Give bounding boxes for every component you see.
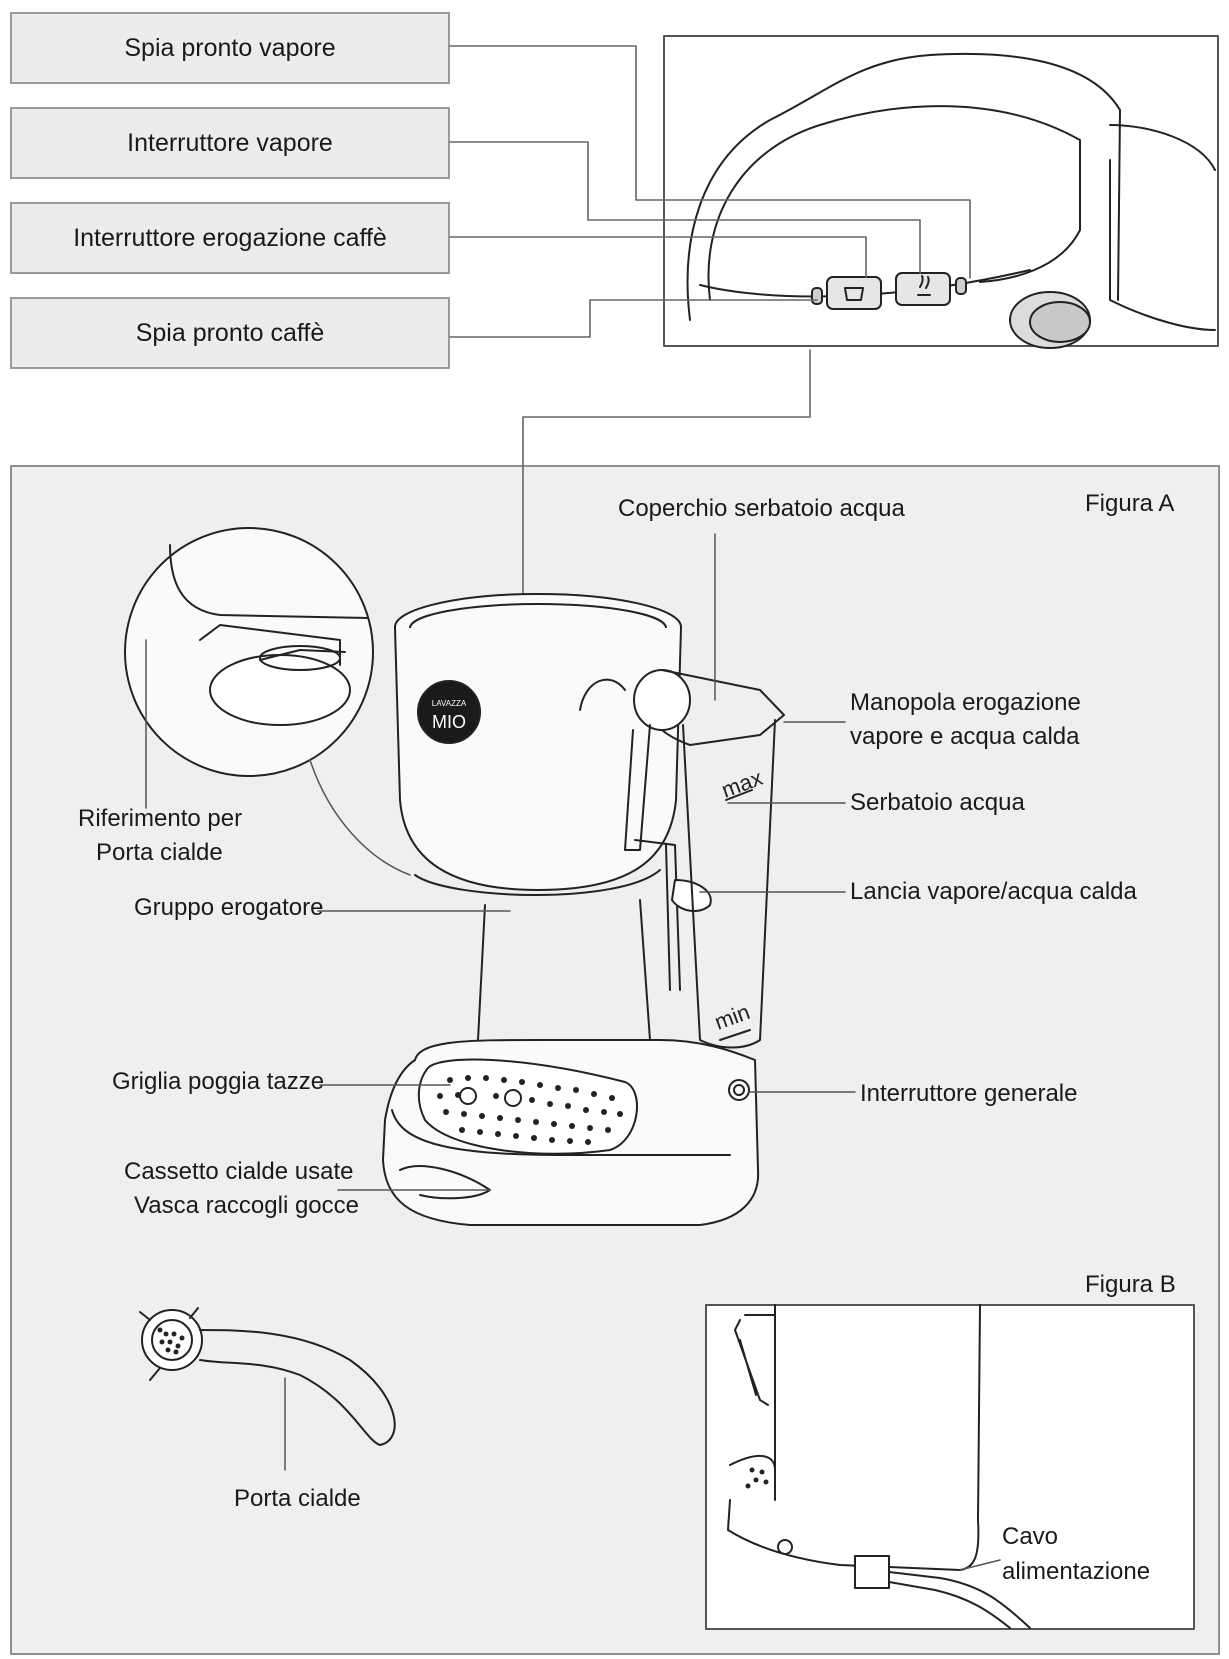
label-cable-line2: alimentazione	[1002, 1558, 1151, 1585]
zoom-circle-detail	[124, 527, 374, 777]
label-main-switch: Interruttore generale	[860, 1080, 1078, 1107]
label-drawer-line2: Vasca raccogli gocce	[134, 1192, 359, 1219]
coffee-button-icon	[826, 276, 882, 310]
callout-label: Interruttore vapore	[127, 128, 333, 157]
label-drawer-line1: Cassetto cialde usate	[124, 1158, 354, 1185]
figure-b-frame	[705, 1304, 1195, 1630]
pod-holder-drawing	[139, 1307, 396, 1446]
grid-dots-b	[745, 1467, 769, 1489]
logo-model-text: MIO	[432, 712, 466, 732]
callout-label: Spia pronto vapore	[124, 33, 336, 62]
coffee-led-icon	[811, 287, 823, 305]
control-panel-detail	[686, 52, 1216, 349]
callout-label: Interruttore erogazione caffè	[73, 223, 387, 252]
label-steam-wand: Lancia vapore/acqua calda	[850, 878, 1137, 905]
cup-rest-rings	[459, 1087, 522, 1107]
callout-steam-ready-light: Spia pronto vapore	[10, 12, 450, 84]
label-water-tank: Serbatoio acqua	[850, 789, 1025, 816]
callout-steam-switch: Interruttore vapore	[10, 107, 450, 179]
label-leader-lines	[145, 533, 1001, 1571]
power-cable-detail	[727, 1304, 1031, 1629]
label-water-tank-lid: Coperchio serbatoio acqua	[618, 495, 905, 522]
figure-b-title: Figura B	[1085, 1271, 1176, 1298]
callout-label: Spia pronto caffè	[135, 318, 325, 347]
label-steam-knob-line2: vapore e acqua calda	[850, 723, 1080, 750]
min-mark: min	[711, 999, 753, 1035]
label-reference-line2: Porta cialde	[96, 839, 223, 866]
label-pod-holder: Porta cialde	[234, 1485, 361, 1512]
label-cable-line1: Cavo	[1002, 1523, 1059, 1550]
label-reference-line1: Riferimento per	[78, 805, 243, 832]
espresso-machine	[382, 593, 785, 1226]
figure-a-title: Figura A	[1085, 490, 1175, 517]
callout-coffee-switch: Interruttore erogazione caffè	[10, 202, 450, 274]
drip-grid-holes	[437, 1075, 623, 1145]
logo-brand-text: LAVAZZA	[432, 699, 467, 708]
label-steam-knob-line1: Manopola erogazione	[850, 689, 1081, 716]
lavazza-logo	[417, 680, 481, 744]
steam-led-icon	[955, 277, 967, 295]
steam-button-icon	[895, 272, 951, 306]
label-cup-grid: Griglia poggia tazze	[112, 1068, 325, 1095]
max-mark: max	[718, 765, 766, 803]
callout-coffee-ready-light: Spia pronto caffè	[10, 297, 450, 369]
label-brew-group: Gruppo erogatore	[134, 894, 324, 921]
